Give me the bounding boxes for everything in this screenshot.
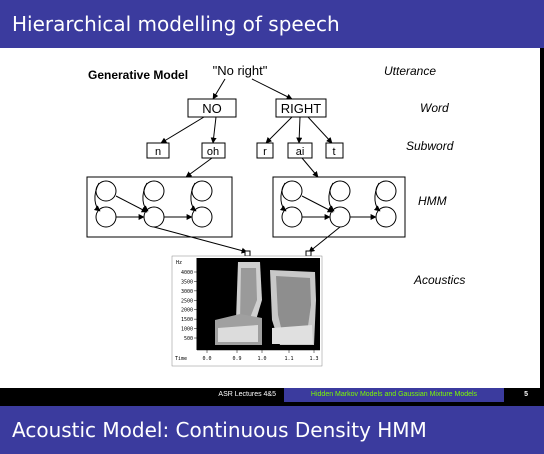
next-slide-edge-bottom bbox=[540, 406, 544, 454]
slide2-title-bar: Acoustic Model: Continuous Density HMM bbox=[0, 406, 540, 454]
subword-box-r bbox=[256, 142, 274, 159]
spectrogram-y-tick: 3500 bbox=[181, 279, 193, 285]
arrow-no-n bbox=[160, 116, 205, 144]
spectrogram-x-ticks: 0.0 0.9 1.0 1.1 1.3 bbox=[202, 350, 319, 362]
arrow-right-t bbox=[307, 116, 333, 144]
spectrogram-y-tick: 3000 bbox=[181, 289, 193, 295]
level-acoustics-label: Acoustics bbox=[414, 273, 466, 287]
subword-oh: oh bbox=[207, 146, 219, 158]
spectrogram-y-tick: 500 bbox=[184, 336, 193, 342]
level-subword-label: Subword bbox=[406, 139, 454, 153]
spectrogram-x-tick: 0.0 bbox=[202, 356, 211, 362]
subword-box-oh bbox=[201, 142, 226, 159]
footer-page-number: 5 bbox=[504, 388, 540, 402]
slide-title-bar: Hierarchical modelling of speech bbox=[0, 0, 540, 48]
level-word-label: Word bbox=[420, 101, 449, 115]
spectrogram-y-ticks: 4000 3500 3000 2500 2000 1500 1000 500 bbox=[181, 270, 197, 342]
hierarchy-diagram: "No right" NO RIGHT n oh r ai t bbox=[86, 63, 406, 367]
arrow-hmm-left-acoustics bbox=[153, 226, 248, 254]
arrow-hmm-right-acoustics bbox=[308, 226, 341, 253]
arrow-no-oh bbox=[210, 116, 217, 144]
generative-model-label: Generative Model bbox=[88, 68, 189, 82]
spectrogram-y-tick: 2000 bbox=[181, 308, 193, 314]
subword-ai: ai bbox=[296, 146, 305, 158]
frame-marker-left bbox=[244, 250, 251, 257]
subword-t: t bbox=[332, 146, 335, 158]
spectrogram-energy bbox=[215, 262, 316, 345]
spectrogram-y-tick: 1000 bbox=[181, 327, 193, 333]
arrow-ai-hmm bbox=[301, 157, 319, 178]
slide-title: Hierarchical modelling of speech bbox=[12, 12, 340, 36]
word-box-no bbox=[187, 98, 237, 118]
slide-hierarchical-modelling: Hierarchical modelling of speech Generat… bbox=[0, 0, 540, 402]
slide-footer: ASR Lectures 4&5 Hidden Markov Models an… bbox=[0, 388, 540, 402]
next-slide-edge-top bbox=[540, 0, 544, 48]
footer-lecture: ASR Lectures 4&5 bbox=[0, 388, 284, 402]
footer-topic: Hidden Markov Models and Gaussian Mixtur… bbox=[284, 388, 504, 402]
subword-n: n bbox=[155, 146, 161, 158]
arrow-utterance-no bbox=[212, 78, 226, 100]
slide-acoustic-model: Acoustic Model: Continuous Density HMM bbox=[0, 406, 540, 454]
subword-box-n bbox=[146, 142, 170, 159]
spectrogram-hz-unit: Hz bbox=[176, 260, 182, 266]
arrow-oh-hmm bbox=[185, 157, 213, 178]
frame-marker-right bbox=[305, 250, 312, 257]
word-box-right bbox=[275, 98, 327, 118]
arrow-right-ai bbox=[296, 116, 303, 144]
hmm-left bbox=[86, 176, 233, 238]
word-no: NO bbox=[202, 101, 222, 116]
spectrogram-x-tick: 1.1 bbox=[284, 356, 293, 362]
subword-box-t bbox=[325, 142, 344, 159]
utterance-text: "No right" bbox=[213, 63, 268, 78]
slide2-title: Acoustic Model: Continuous Density HMM bbox=[12, 418, 427, 442]
spectrogram-x-tick: 0.9 bbox=[232, 356, 241, 362]
arrow-right-r bbox=[265, 116, 293, 144]
word-right: RIGHT bbox=[281, 101, 322, 116]
spectrogram-y-tick: 4000 bbox=[181, 270, 193, 276]
spectrogram-y-tick: 1500 bbox=[181, 317, 193, 323]
spectrogram-time-unit: Time bbox=[175, 356, 187, 362]
spectrogram-y-tick: 2500 bbox=[181, 298, 193, 304]
subword-r: r bbox=[263, 146, 267, 158]
level-utterance-label: Utterance bbox=[384, 64, 437, 78]
hmm-right bbox=[272, 176, 406, 238]
spectrogram-x-tick: 1.3 bbox=[309, 356, 318, 362]
spectrogram-x-tick: 1.0 bbox=[257, 356, 266, 362]
arrow-utterance-right bbox=[251, 78, 293, 100]
level-hmm-label: HMM bbox=[418, 194, 447, 208]
subword-box-ai bbox=[287, 142, 313, 159]
